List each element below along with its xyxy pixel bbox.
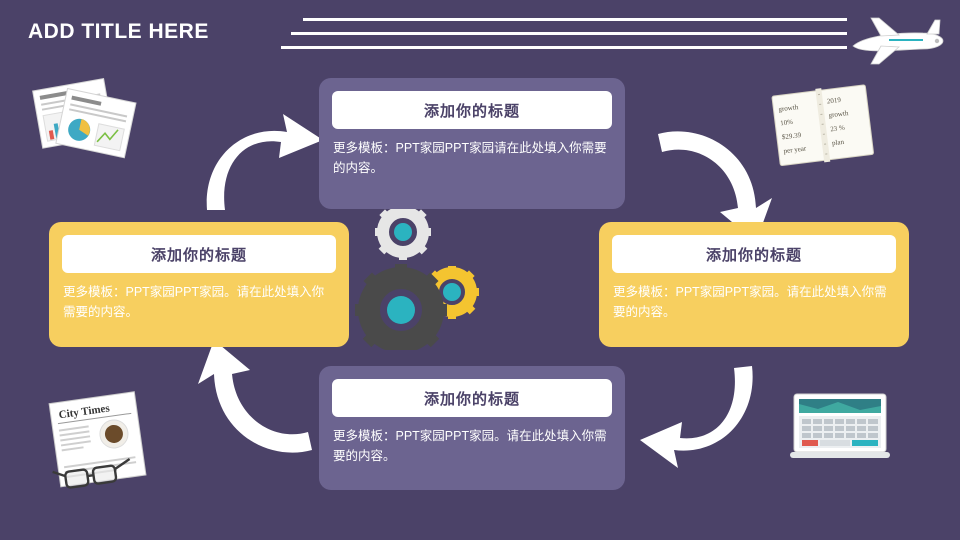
notebook-image: growth 10% $29.39 per year 2019 growth 2… xyxy=(771,84,874,166)
card-right-header: 添加你的标题 xyxy=(612,235,896,273)
title-line-2 xyxy=(291,32,847,35)
card-top-heading: 添加你的标题 xyxy=(423,102,520,120)
title-line-3 xyxy=(281,46,847,49)
laptop-image xyxy=(790,393,890,458)
card-left-header: 添加你的标题 xyxy=(62,235,336,273)
newspaper-image: City Times xyxy=(48,391,147,489)
card-top[interactable]: 添加你的标题 更多模板：PPT家园PPT家园请在此处填入你需要的内容。 xyxy=(319,78,625,209)
gear-large-icon xyxy=(355,264,447,356)
card-bottom[interactable]: 添加你的标题 更多模板：PPT家园PPT家园。请在此处填入你需要的内容。 xyxy=(319,366,625,490)
svg-text:$29.39: $29.39 xyxy=(781,131,802,141)
svg-text:growth: growth xyxy=(778,103,799,113)
card-bottom-body: 更多模板：PPT家园PPT家园。请在此处填入你需要的内容。 xyxy=(333,429,607,463)
svg-text:plan: plan xyxy=(832,138,845,147)
card-right[interactable]: 添加你的标题 更多模板：PPT家园PPT家园。请在此处填入你需要的内容。 xyxy=(599,222,909,347)
card-right-heading: 添加你的标题 xyxy=(705,246,802,264)
gear-small-top-icon xyxy=(375,204,431,260)
card-left[interactable]: 添加你的标题 更多模板：PPT家园PPT家园。请在此处填入你需要的内容。 xyxy=(49,222,349,347)
card-bottom-heading: 添加你的标题 xyxy=(423,390,520,408)
card-top-header: 添加你的标题 xyxy=(332,91,612,129)
page-title: ADD TITLE HERE xyxy=(28,20,209,43)
charts-paper-image xyxy=(32,77,137,159)
airplane-image xyxy=(852,17,944,65)
card-right-body: 更多模板：PPT家园PPT家园。请在此处填入你需要的内容。 xyxy=(613,285,887,319)
arrow-top-to-right-icon xyxy=(658,131,772,242)
center-gears xyxy=(355,200,485,356)
title-line-1 xyxy=(303,18,847,21)
svg-text:23 %: 23 % xyxy=(830,124,846,134)
arrow-left-to-top-icon xyxy=(206,114,323,210)
card-bottom-header: 添加你的标题 xyxy=(332,379,612,417)
card-left-body: 更多模板：PPT家园PPT家园。请在此处填入你需要的内容。 xyxy=(63,285,325,319)
svg-text:10%: 10% xyxy=(780,118,794,128)
svg-text:growth: growth xyxy=(828,109,849,119)
card-top-body: 更多模板：PPT家园PPT家园请在此处填入你需要的内容。 xyxy=(333,141,607,175)
svg-text:per year: per year xyxy=(783,144,807,155)
arrow-bottom-to-left-icon xyxy=(198,340,312,453)
card-left-heading: 添加你的标题 xyxy=(150,246,247,264)
title-decoration-lines xyxy=(281,14,847,50)
svg-text:2019: 2019 xyxy=(826,96,841,106)
arrow-right-to-bottom-icon xyxy=(640,366,753,468)
